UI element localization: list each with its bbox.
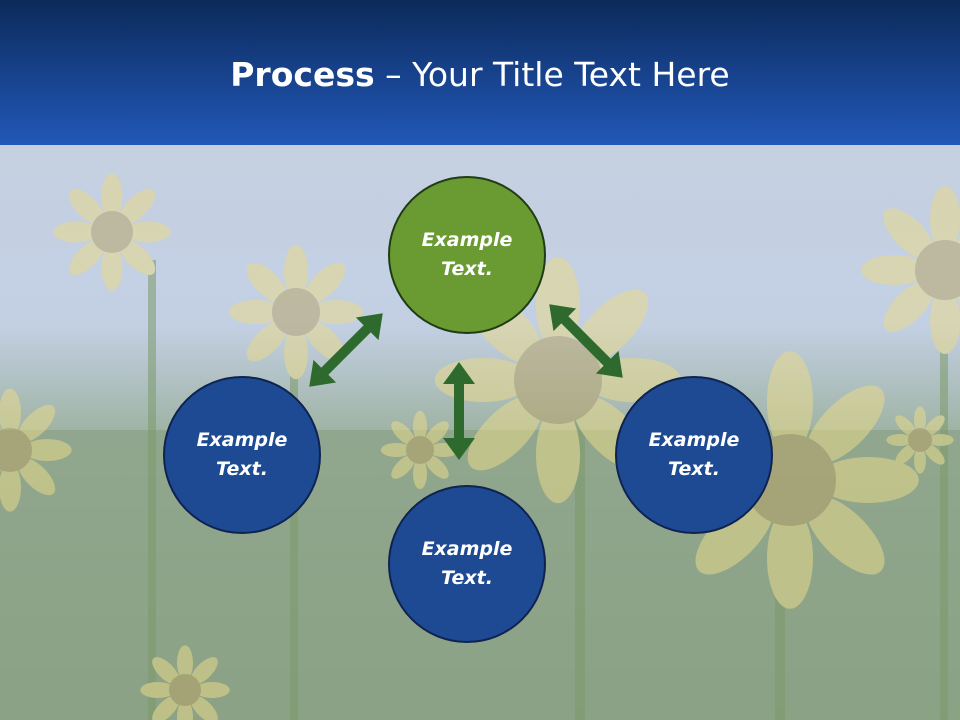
node-right-line1: Example xyxy=(648,429,740,451)
title-bold-part: Process xyxy=(230,55,375,94)
node-bottom-line1: Example xyxy=(421,538,513,560)
arrow-center-vertical[interactable] xyxy=(443,362,475,460)
node-left-line2: Text. xyxy=(216,458,268,480)
slide-title[interactable]: Process – Your Title Text Here xyxy=(0,54,960,96)
node-top-line2: Text. xyxy=(441,258,493,280)
node-top-line1: Example xyxy=(421,229,513,251)
node-right-line2: Text. xyxy=(668,458,720,480)
title-bar xyxy=(0,0,960,145)
title-rest-part: – Your Title Text Here xyxy=(374,55,730,94)
arrow-left-top[interactable] xyxy=(298,302,394,398)
node-left-line1: Example xyxy=(196,429,288,451)
node-bottom-line2: Text. xyxy=(441,567,493,589)
arrow-right-top[interactable] xyxy=(538,293,634,389)
